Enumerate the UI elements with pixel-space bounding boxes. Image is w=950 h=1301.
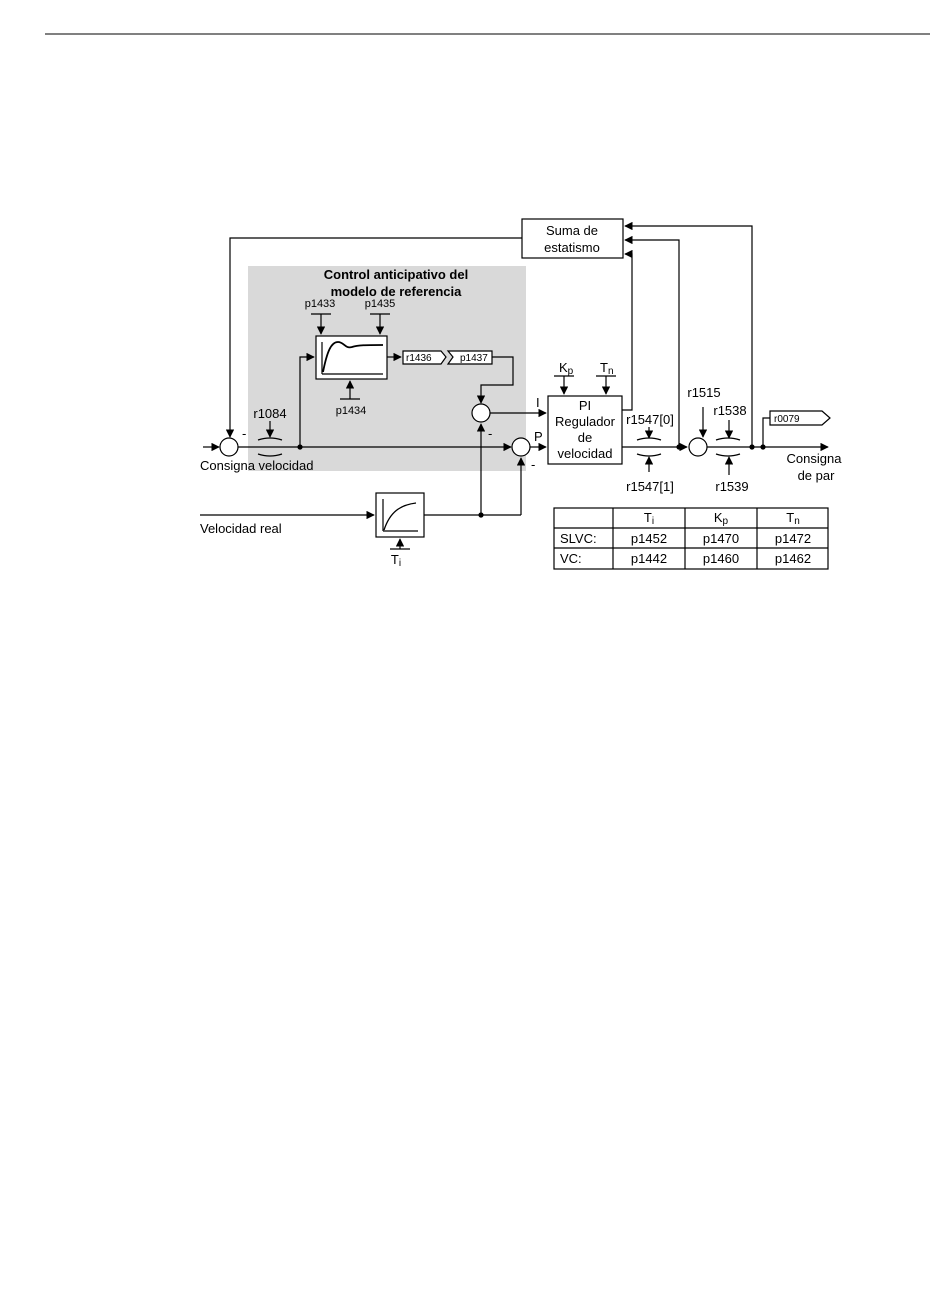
table-cell: p1470 bbox=[703, 531, 739, 546]
param-p1433: p1433 bbox=[305, 298, 336, 310]
torque-summing-junction bbox=[689, 438, 707, 456]
p-minus-sign: - bbox=[531, 457, 535, 472]
port-i-label: I bbox=[536, 395, 540, 410]
controller-line1: PI bbox=[579, 398, 591, 413]
r1547-1-label: r1547[1] bbox=[626, 479, 674, 494]
controller-tn-label: Tn bbox=[600, 360, 614, 377]
torque-setpoint-line2: de par bbox=[798, 468, 836, 483]
r1515-label: r1515 bbox=[687, 385, 720, 400]
table-row-label: VC: bbox=[560, 551, 582, 566]
controller-kp-label: Kp bbox=[559, 360, 574, 377]
table-cell: p1460 bbox=[703, 551, 739, 566]
r1547-0-label: r1547[0] bbox=[626, 412, 674, 427]
connector-r1436-label: r1436 bbox=[406, 353, 432, 364]
table-row-label: SLVC: bbox=[560, 531, 597, 546]
connector-r0079-label: r0079 bbox=[774, 414, 800, 425]
setpoint-summing-junction bbox=[220, 438, 238, 456]
speed-setpoint-label: Consigna velocidad bbox=[200, 458, 313, 473]
feedforward-summing-junction bbox=[472, 404, 490, 422]
controller-line2: Regulador bbox=[555, 414, 616, 429]
setpoint-minus-sign: - bbox=[242, 426, 246, 441]
feedforward-title-line1: Control anticipativo del bbox=[324, 267, 468, 282]
parameter-table: Ti Kp Tn SLVC: p1452 p1470 p1472 VC: p14… bbox=[554, 508, 828, 569]
droop-label-line1: Suma de bbox=[546, 223, 598, 238]
r1538-label: r1538 bbox=[713, 403, 746, 418]
r1547-measurement-point bbox=[637, 427, 661, 472]
controller-line4: velocidad bbox=[558, 446, 613, 461]
r1539-label: r1539 bbox=[715, 479, 748, 494]
table-cell: p1442 bbox=[631, 551, 667, 566]
controller-line3: de bbox=[578, 430, 592, 445]
table-cell: p1462 bbox=[775, 551, 811, 566]
param-p1434: p1434 bbox=[336, 405, 367, 417]
port-p-label: P bbox=[534, 429, 543, 444]
feedforward-title-line2: modelo de referencia bbox=[331, 284, 463, 299]
feedforward-minus-sign: - bbox=[488, 426, 492, 441]
table-cell: p1472 bbox=[775, 531, 811, 546]
table-cell: p1452 bbox=[631, 531, 667, 546]
r1084-label: r1084 bbox=[253, 406, 286, 421]
filter-time-constant: Ti bbox=[391, 552, 401, 569]
actual-speed-label: Velocidad real bbox=[200, 521, 282, 536]
connector-p1437-label: p1437 bbox=[460, 353, 488, 364]
torque-setpoint-line1: Consigna bbox=[787, 451, 843, 466]
param-p1435: p1435 bbox=[365, 298, 396, 310]
droop-label-line2: estatismo bbox=[544, 240, 600, 255]
p-summing-junction bbox=[512, 438, 530, 456]
